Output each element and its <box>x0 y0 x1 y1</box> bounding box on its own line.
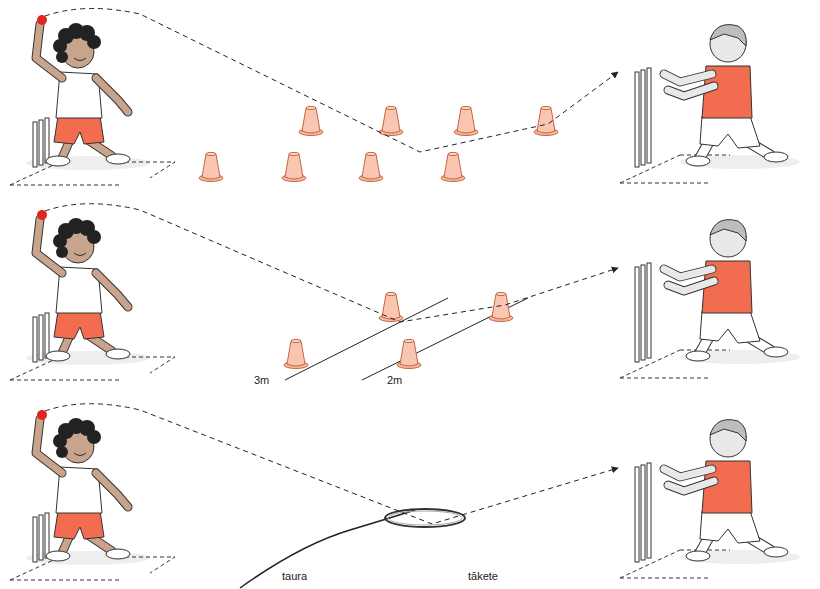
catcher-figure <box>620 25 800 183</box>
catcher-figure <box>620 220 800 378</box>
distance-line <box>285 298 448 380</box>
ball-path <box>45 204 618 322</box>
ball <box>37 15 47 25</box>
label-text: taura <box>282 570 307 582</box>
cones <box>199 106 558 181</box>
label-text: tākete <box>468 570 498 582</box>
label-text: 3m <box>254 374 269 386</box>
row-one <box>10 8 800 185</box>
catcher-figure <box>620 420 800 578</box>
hoop-inner <box>388 511 462 525</box>
ball <box>37 410 47 420</box>
ball-path <box>45 404 618 524</box>
label-text: 2m <box>387 374 402 386</box>
row-two <box>10 204 800 380</box>
hoop <box>385 509 465 527</box>
cones <box>284 292 513 368</box>
bowler-figure <box>10 23 175 185</box>
bowler-figure <box>10 418 175 580</box>
bowler-figure <box>10 218 175 380</box>
row-three <box>10 404 800 588</box>
ball <box>37 210 47 220</box>
ball-path <box>45 8 618 152</box>
